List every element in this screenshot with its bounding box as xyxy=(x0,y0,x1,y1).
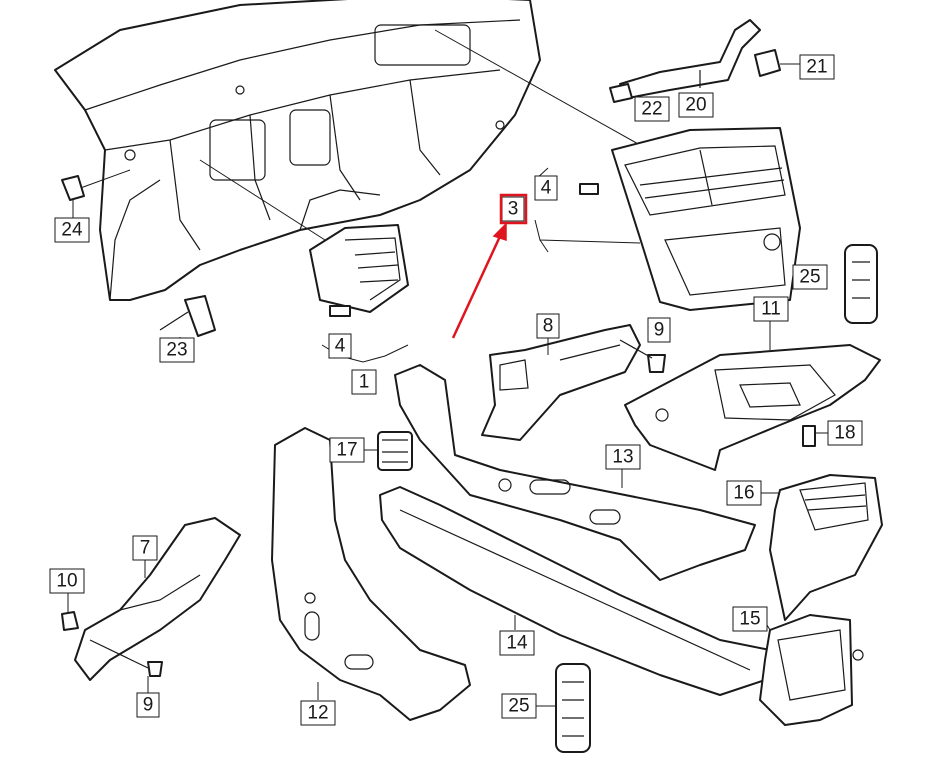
callout-8: 8 xyxy=(536,313,560,339)
clip-part-24 xyxy=(61,175,85,218)
callout-14: 14 xyxy=(499,630,535,656)
svg-text:17: 17 xyxy=(336,440,357,461)
svg-text:21: 21 xyxy=(806,57,827,78)
screw-part-9-lower xyxy=(89,639,163,677)
callout-12: 12 xyxy=(300,700,336,726)
callout-7: 7 xyxy=(132,535,158,561)
callout-18: 18 xyxy=(827,420,863,446)
callout-20: 20 xyxy=(678,92,714,118)
cover-part-25-lower xyxy=(536,663,591,753)
duct-part-13 xyxy=(394,364,756,581)
callout-4-center-vent: 4 xyxy=(534,175,558,201)
callout-4-side-vent: 4 xyxy=(328,333,352,359)
svg-text:11: 11 xyxy=(761,299,781,320)
svg-text:3: 3 xyxy=(508,199,519,220)
highlight-box xyxy=(499,193,528,225)
svg-text:10: 10 xyxy=(56,571,77,592)
svg-text:16: 16 xyxy=(733,483,754,504)
svg-text:9: 9 xyxy=(654,320,665,341)
svg-text:12: 12 xyxy=(307,703,328,724)
clip-part-10 xyxy=(61,593,79,631)
callout-17: 17 xyxy=(329,437,378,463)
callout-15: 15 xyxy=(732,606,768,632)
callout-25-lower: 25 xyxy=(501,693,537,719)
callout-25-upper: 25 xyxy=(792,264,828,290)
dashboard-carrier xyxy=(54,0,641,301)
callout-16: 16 xyxy=(726,480,762,506)
center-air-vent-bezel-part-3 xyxy=(534,127,801,311)
svg-text:22: 22 xyxy=(641,99,662,120)
hose-part-20 xyxy=(609,19,800,103)
callout-3-highlighted: 3 xyxy=(499,193,528,225)
pin-part-18 xyxy=(802,425,830,447)
svg-text:23: 23 xyxy=(166,340,187,361)
callout-10: 10 xyxy=(49,568,85,594)
cushion-part-17 xyxy=(377,431,413,471)
svg-text:25: 25 xyxy=(508,696,529,717)
highlight-arrow xyxy=(451,222,507,339)
svg-text:15: 15 xyxy=(739,609,760,630)
svg-text:14: 14 xyxy=(506,633,528,654)
svg-text:9: 9 xyxy=(143,695,154,716)
svg-text:25: 25 xyxy=(799,267,820,288)
tray-part-11 xyxy=(624,318,881,471)
duct-part-7 xyxy=(74,517,241,681)
pin-part-23 xyxy=(159,295,216,338)
callout-1: 1 xyxy=(351,369,377,395)
svg-text:8: 8 xyxy=(543,316,554,337)
screw-part-9-upper xyxy=(619,339,666,373)
cover-part-25-upper xyxy=(844,244,878,324)
rear-air-vent-part-16 xyxy=(760,474,883,621)
callout-21: 21 xyxy=(799,54,835,80)
callout-9-lower: 9 xyxy=(136,676,160,718)
svg-text:24: 24 xyxy=(61,220,83,241)
bracket-part-8 xyxy=(481,324,641,441)
housing-part-15 xyxy=(759,614,864,726)
svg-text:13: 13 xyxy=(612,447,633,468)
callout-13: 13 xyxy=(605,444,641,470)
svg-text:20: 20 xyxy=(685,95,706,116)
svg-text:7: 7 xyxy=(140,538,151,559)
callout-11: 11 xyxy=(753,296,789,322)
side-air-vent-part-1 xyxy=(309,224,409,363)
svg-text:4: 4 xyxy=(541,178,552,199)
svg-text:18: 18 xyxy=(834,423,855,444)
svg-text:1: 1 xyxy=(359,372,370,393)
callout-24: 24 xyxy=(54,217,90,243)
duct-part-12 xyxy=(271,427,471,721)
callout-23: 23 xyxy=(159,337,195,363)
callout-9-upper: 9 xyxy=(647,317,671,343)
callout-22: 22 xyxy=(634,96,670,122)
svg-text:4: 4 xyxy=(335,336,346,357)
